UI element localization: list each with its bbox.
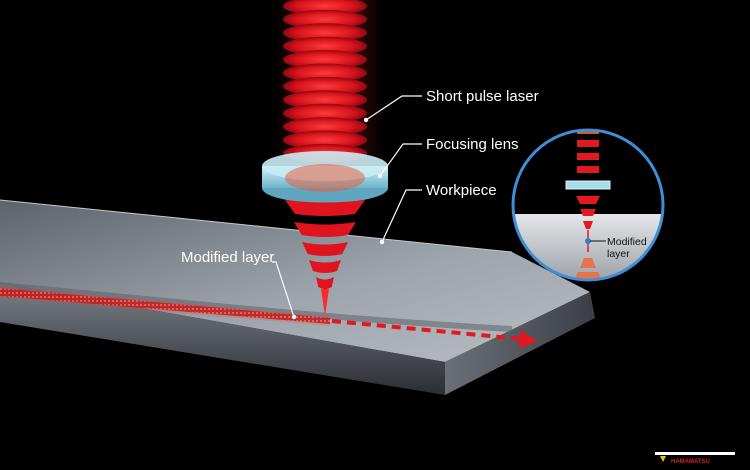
logo-mark-icon (660, 456, 666, 462)
label-short-pulse-laser: Short pulse laser (426, 88, 539, 105)
callout-workpiece-dot (379, 239, 385, 245)
label-workpiece: Workpiece (426, 182, 497, 199)
beam-focus-tip (321, 289, 329, 316)
scan-direction-dotted-line (331, 319, 523, 341)
beam-cone-segment (294, 222, 356, 237)
callout-lens-line (379, 143, 422, 177)
laser-beam (275, 0, 385, 200)
inset-cone-1 (576, 196, 600, 204)
focusing-lens (262, 151, 388, 203)
modified-layer-glow (0, 286, 330, 326)
workpiece-top-edge (0, 199, 513, 253)
logo-bar (655, 452, 735, 455)
laser-pulse (283, 90, 367, 110)
callout-modified-line (272, 261, 295, 318)
inset-pulse-4 (577, 166, 599, 173)
converging-beam (285, 200, 365, 316)
inset-label-layer: layer (607, 248, 630, 260)
label-focusing-lens: Focusing lens (426, 136, 519, 153)
workpiece-top-face (0, 200, 590, 362)
inset-pulse-1 (577, 130, 599, 134)
laser-pulse (283, 36, 367, 56)
beam-cone-segment (285, 200, 365, 216)
laser-pulse (283, 50, 367, 70)
inset-magnified-view: Modified layer (511, 128, 665, 282)
scan-direction-arrowhead (519, 330, 537, 349)
laser-pulse (283, 23, 367, 43)
modified-layer-mesh (0, 288, 330, 324)
callout-laser-line (365, 95, 422, 121)
beam-cone-segment (302, 242, 348, 256)
focusing-lens-beam-crossing (285, 164, 365, 192)
inset-cone-3 (583, 221, 593, 229)
brand-logo: HAMAMATSU (655, 452, 735, 465)
callout-lines (272, 95, 422, 318)
label-modified-layer: Modified layer (181, 249, 274, 266)
inset-background (513, 130, 663, 280)
inset-diverge-1 (580, 258, 596, 268)
inset-ring (511, 128, 665, 282)
inset-lens (565, 180, 611, 190)
workpiece-groove (0, 282, 512, 332)
laser-pulse (283, 76, 367, 96)
laser-pulse (283, 9, 367, 29)
inset-label-modified: Modified (607, 236, 647, 248)
beam-cone-segment (316, 277, 334, 289)
callout-workpiece-line (381, 189, 422, 243)
callout-lens-dot (377, 173, 383, 179)
laser-pulse (283, 117, 367, 137)
callout-laser-dot (363, 117, 369, 123)
laser-pulse (283, 130, 367, 150)
callout-modified-dot (291, 314, 297, 320)
inset-pulse-3 (577, 153, 599, 160)
beam-cone-segment (309, 260, 341, 273)
laser-pulse (283, 103, 367, 123)
logo-text: HAMAMATSU (671, 459, 710, 465)
laser-pulse (283, 63, 367, 83)
workpiece-front-face (0, 283, 445, 395)
inset-modified-spot (585, 238, 591, 244)
inset-pulse-2 (577, 140, 599, 147)
inset-cone-2 (580, 209, 596, 216)
